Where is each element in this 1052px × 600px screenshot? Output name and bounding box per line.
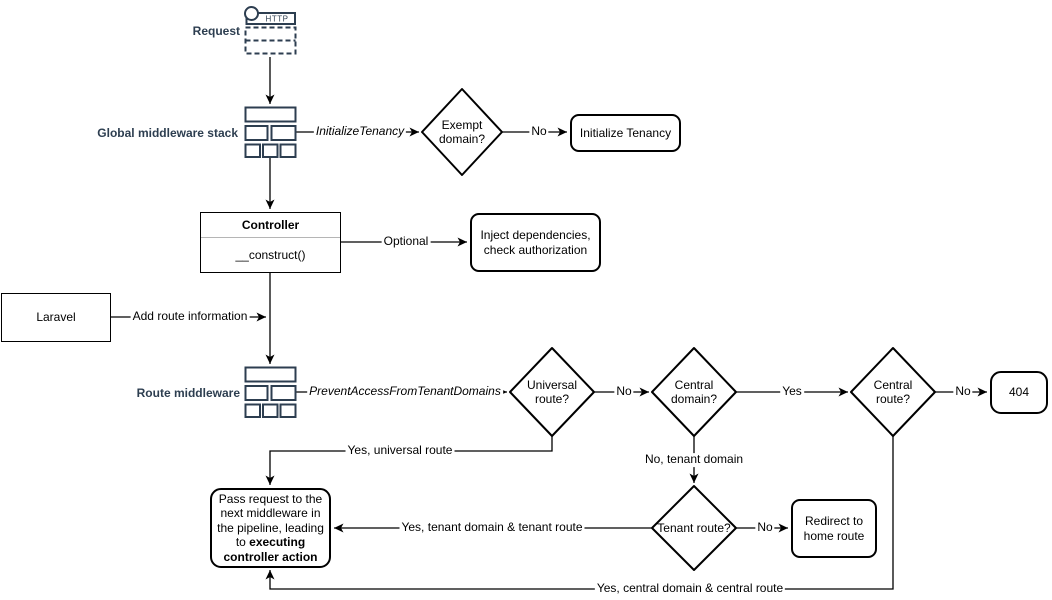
pass-request-box: Pass request to the next middleware in t… (210, 488, 331, 568)
global-middleware-stack-icon (244, 106, 297, 158)
universal-route-label: Universal route? (526, 377, 577, 406)
edge-label-exempt-no: No (529, 124, 549, 139)
route-middleware-stack-icon (244, 366, 297, 418)
central-domain-label: Central domain? (670, 377, 718, 406)
decision-shapes (421, 88, 936, 571)
edge-label-universal-yes: Yes, universal route (345, 443, 455, 458)
edge-label-initialize-tenancy: InitializeTenancy (313, 124, 407, 139)
edge-label-central-domain-yes: Yes (780, 384, 804, 399)
laravel-box: Laravel (1, 293, 111, 342)
central-route-diamond (850, 347, 936, 437)
error-404-text: 404 (1008, 385, 1030, 400)
route-middleware-stage-label: Route middleware (136, 386, 240, 400)
http-badge-text: HTTP (266, 15, 289, 24)
exempt-domain-diamond (421, 88, 503, 176)
initialize-tenancy-box: Initialize Tenancy (570, 114, 681, 152)
edge-label-tenant-no: No (755, 520, 775, 535)
http-request-icon (244, 6, 297, 55)
pass-request-text: Pass request to the next middleware in t… (215, 492, 326, 564)
tenant-route-label: Tenant route? (657, 520, 731, 535)
controller-title: Controller (201, 213, 340, 238)
edge-label-tenant-domain-no: No, tenant domain (642, 452, 746, 467)
http-request-circle-icon (244, 6, 259, 21)
tenant-route-diamond (651, 485, 737, 571)
laravel-text: Laravel (36, 310, 76, 325)
edge-label-optional: Optional (381, 234, 431, 249)
redirect-home-text: Redirect to home route (803, 514, 865, 543)
edge-label-add-route-information: Add route information (130, 309, 250, 324)
central-domain-diamond (651, 347, 737, 437)
exempt-domain-label: Exempt domain? (438, 117, 486, 146)
edge-label-central-yes: Yes, central domain & central route (594, 581, 786, 596)
central-route-label: Central route? (873, 377, 913, 406)
pass-request-prefix: Pass request to the next middleware in t… (217, 492, 324, 550)
edge-label-central-route-no: No (953, 384, 973, 399)
universal-route-diamond (509, 347, 595, 437)
edge-label-universal-no: No (614, 384, 634, 399)
pass-request-emphasis: executing controller action (223, 535, 318, 564)
controller-method: __construct() (235, 248, 306, 262)
controller-class-box: Controller __construct() (200, 212, 341, 273)
redirect-home-box: Redirect to home route (791, 499, 877, 558)
global-middleware-stage-label: Global middleware stack (97, 126, 238, 140)
inject-dependencies-box: Inject dependencies, check authorization (470, 213, 601, 272)
edge-label-prevent-access: PreventAccessFromTenantDomains (307, 384, 503, 399)
connector-central-yes-to-pass (265, 436, 894, 590)
error-404-box: 404 (990, 371, 1048, 414)
edge-label-tenant-yes: Yes, tenant domain & tenant route (399, 520, 585, 535)
inject-dependencies-text: Inject dependencies, check authorization (480, 228, 591, 257)
request-stage-label: Request (192, 24, 240, 38)
initialize-tenancy-text: Initialize Tenancy (579, 125, 672, 140)
